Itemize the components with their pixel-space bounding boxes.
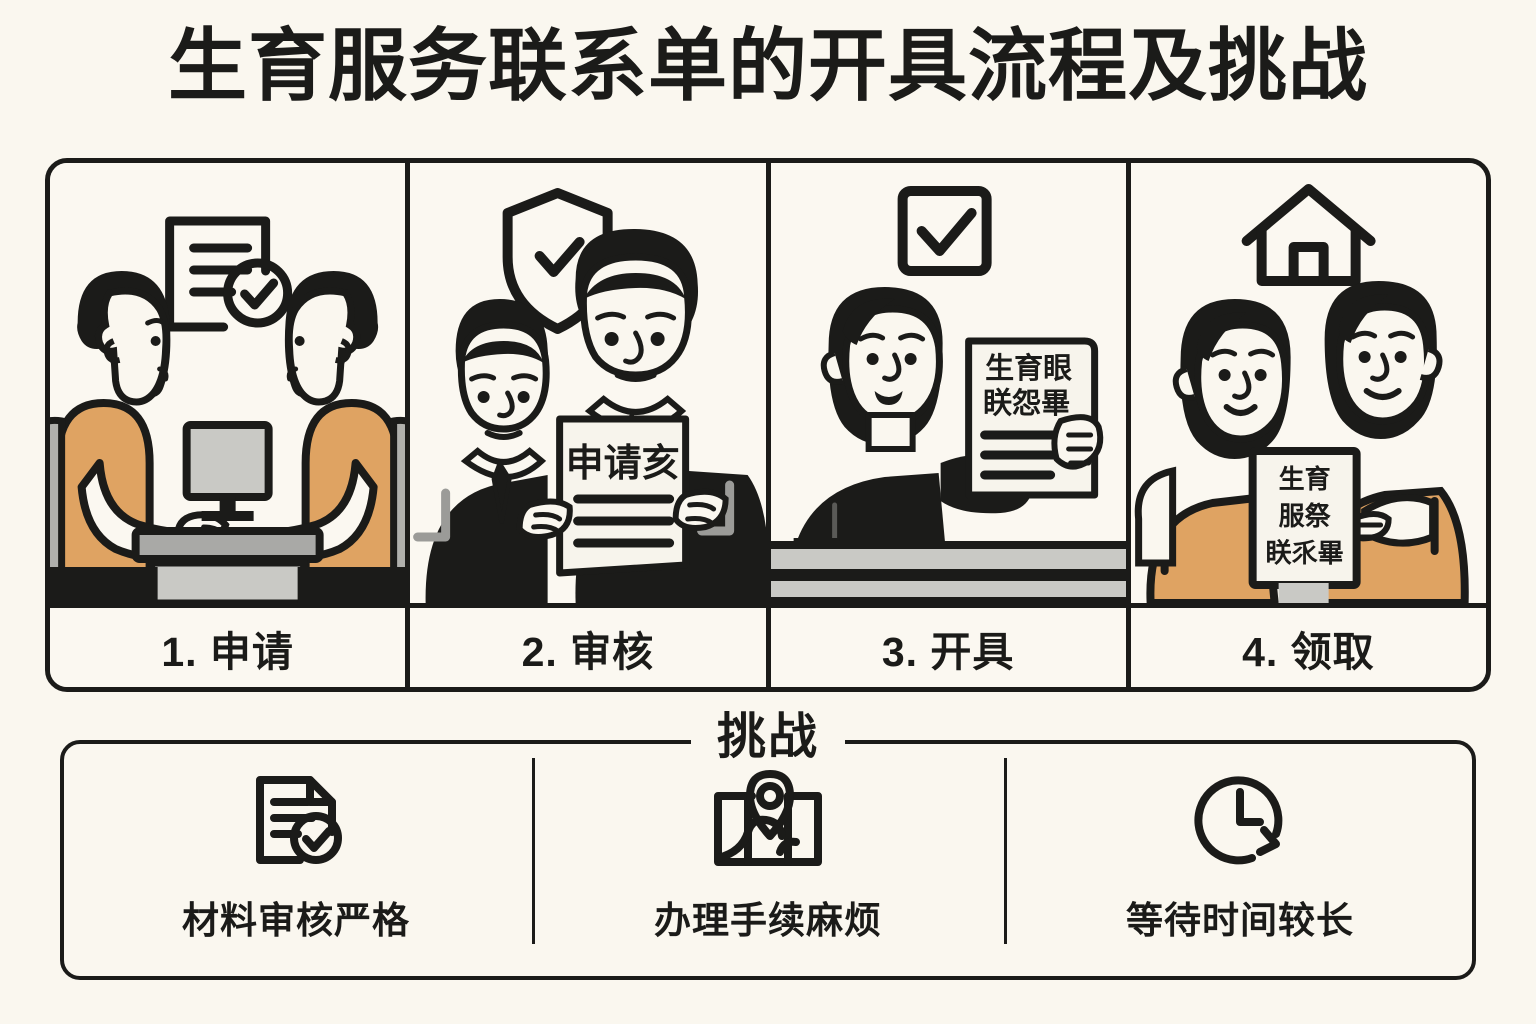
- step-2-label: 2. 审核: [410, 603, 766, 687]
- document-check-icon: [165, 216, 293, 332]
- challenges-list: 材料审核严格 办理手续麻烦 等待时间较长: [60, 740, 1476, 980]
- challenge-item-long-wait: 等待时间较长: [1004, 740, 1476, 980]
- service-card-line-1: 生育: [1278, 464, 1330, 494]
- person-recipient-left: [1134, 299, 1291, 603]
- step-1-illustration: [50, 163, 406, 603]
- certificate-line-1: 生育眼: [985, 351, 1072, 385]
- service-card: 生育 服祭 眹乑畢: [1248, 447, 1361, 589]
- monitor-icon: [182, 421, 273, 521]
- challenge-item-complex-process: 办理手续麻烦: [532, 740, 1004, 980]
- application-form-text: 申请亥: [566, 443, 680, 485]
- document-check-icon: [244, 766, 348, 874]
- service-card-line-2: 服祭: [1278, 501, 1331, 531]
- house-icon: [1241, 184, 1376, 286]
- step-3-illustration: 生育眼 眹怨畢: [770, 163, 1126, 603]
- person-reviewer-left: [413, 299, 550, 603]
- application-form-paper: 申请亥: [556, 415, 690, 577]
- service-card-line-3: 眹乑畢: [1265, 538, 1343, 568]
- step-3-label: 3. 开具: [770, 603, 1126, 687]
- map-pin-icon: [712, 766, 824, 874]
- step-panel-3: 生育眼 眹怨畢 3. 开具: [770, 163, 1131, 687]
- checkbox-check-icon: [897, 186, 992, 276]
- step-4-illustration: 生育 服祭 眹乑畢: [1130, 163, 1486, 603]
- challenge-label-1: 材料审核严格: [182, 900, 410, 941]
- step-4-label: 4. 领取: [1130, 603, 1486, 687]
- challenge-label-3: 等待时间较长: [1126, 900, 1354, 941]
- challenge-item-material-review: 材料审核严格: [60, 740, 532, 980]
- step-1-label: 1. 申请: [50, 603, 406, 687]
- step-2-illustration: 申请亥: [410, 163, 766, 603]
- challenge-label-2: 办理手续麻烦: [654, 900, 882, 941]
- step-panel-1: 1. 申请: [50, 163, 411, 687]
- step-panel-4: 生育 服祭 眹乑畢 4. 领取: [1130, 163, 1486, 687]
- clock-rotate-icon: [1188, 766, 1292, 874]
- step-panel-2: 申请亥 2. 审核: [410, 163, 771, 687]
- process-steps-frame: 1. 申请: [45, 158, 1491, 692]
- certificate-line-2: 眹怨畢: [983, 386, 1070, 420]
- page-title: 生育服务联系单的开具流程及挑战: [168, 21, 1368, 110]
